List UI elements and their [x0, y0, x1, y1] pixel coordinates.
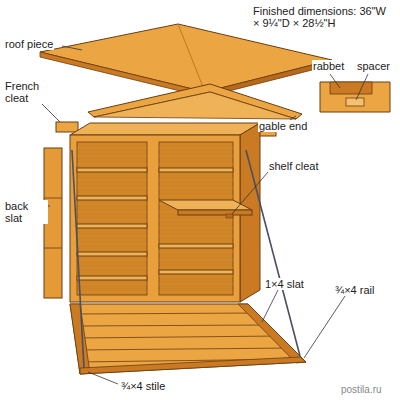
support-cable [246, 150, 300, 356]
stile [70, 304, 90, 374]
slat-joint [44, 198, 62, 199]
part-label: ¾×4 rail [334, 284, 375, 296]
wood-grain [159, 142, 233, 295]
rabbet-detail [320, 82, 390, 112]
shelf-lip [178, 210, 252, 215]
part-label: rabbet [312, 60, 345, 72]
shelves [77, 168, 233, 280]
door-slats [72, 313, 303, 362]
stile [238, 304, 306, 363]
pull-out-shelf [159, 200, 252, 210]
part-label: spacer [356, 60, 391, 72]
dimensions-note: Finished dimensions: 36"W × 9¼"D × 28½"H [252, 5, 396, 29]
french-cleat [56, 122, 78, 132]
cabinet-front [70, 135, 240, 302]
part-label: gable end [258, 120, 308, 132]
part-label: roof piece [4, 38, 54, 50]
part-label: shelf cleat [268, 160, 320, 172]
rail [80, 357, 306, 374]
shelf-cleat [226, 214, 233, 218]
gable-end [88, 84, 302, 119]
cabinet-top [70, 123, 260, 135]
watermark: postila.ru [340, 384, 383, 396]
left-compartment [77, 142, 147, 295]
wood-grain [77, 142, 147, 295]
part-label: ¾×4 stile [120, 380, 166, 392]
roof-piece [40, 24, 332, 92]
leader-lines [42, 46, 368, 384]
right-compartment [159, 142, 233, 295]
roof-edge [40, 52, 205, 97]
slat-joint [44, 248, 62, 249]
fold-down-door [70, 304, 306, 374]
gable-face [94, 92, 296, 119]
rabbet [330, 82, 372, 94]
spacer [346, 98, 364, 106]
part-label: French cleat [4, 80, 46, 104]
part-label: back slat [4, 200, 48, 224]
support-cable [72, 150, 84, 368]
part-label: 1×4 slat [264, 278, 305, 290]
roof-ridge [178, 24, 205, 92]
